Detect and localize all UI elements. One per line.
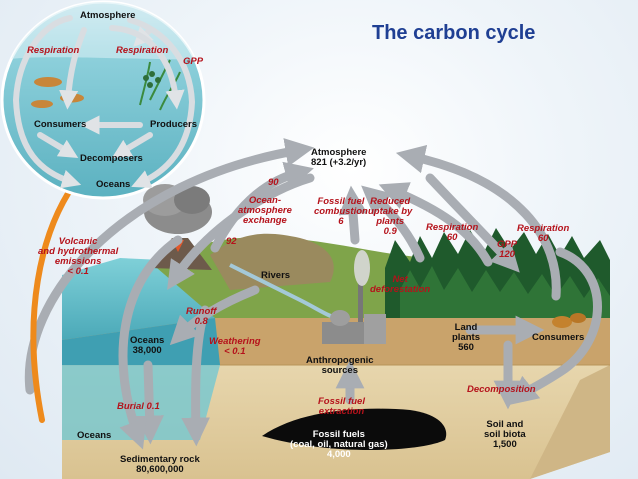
- net-deforestation-line2: deforestation: [370, 284, 431, 295]
- inset-decomposers-label: Decomposers: [80, 153, 143, 164]
- gpp-value: 120: [499, 249, 515, 260]
- respiration-plants-line1: Respiration: [426, 222, 479, 233]
- anthropogenic-sources-label: Anthropogenic sources: [306, 356, 374, 376]
- respiration-plants-value: 60: [446, 232, 458, 243]
- fossil-fuel-deposit: [262, 408, 447, 450]
- ocean-uptake-value: 90: [268, 177, 279, 188]
- consumers-label: Consumers: [532, 332, 585, 343]
- inset-atmosphere-label: Atmosphere: [80, 10, 136, 21]
- reduced-uptake-value: 0.9: [383, 226, 397, 237]
- respiration-consumers-value: 60: [537, 233, 549, 244]
- anthropogenic-line2: sources: [321, 365, 358, 376]
- soil-line1: Soil and: [486, 419, 524, 430]
- fossil-combustion-line1: Fossil fuel: [317, 196, 365, 207]
- reduced-uptake-line1: Reduced: [370, 196, 411, 207]
- volcanic-line1: Volcanic: [58, 236, 98, 247]
- ocean-atmosphere-exchange-label: Ocean- atmosphere exchange: [238, 196, 292, 226]
- land-plants-line1: Land: [454, 322, 478, 333]
- ocean-exchange-line1: Ocean-: [248, 195, 282, 206]
- fossil-combustion-value: 6: [338, 216, 344, 227]
- respiration-consumers-label: Respiration 60: [517, 224, 569, 244]
- inset-ecosystem: [0, 0, 206, 200]
- volcanic-value: < 0.1: [67, 266, 89, 277]
- oceans-reservoir-name: Oceans: [130, 335, 165, 346]
- diagram-title: The carbon cycle: [372, 22, 536, 44]
- reduced-uptake-label: Reduced uptake by plants 0.9: [368, 197, 412, 237]
- reduced-uptake-line3: plants: [376, 216, 405, 227]
- decomposition-label: Decomposition: [467, 384, 536, 395]
- weathering-label: Weathering < 0.1: [209, 337, 261, 357]
- net-deforestation-label: Net deforestation: [370, 275, 430, 295]
- soil-line2: soil biota: [484, 429, 526, 440]
- fossil-fuels-label: Fossil fuels (coal, oil, natural gas) 4,…: [290, 430, 388, 460]
- gpp-label: GPP 120: [497, 240, 517, 260]
- ocean-release-value: 92: [226, 236, 237, 247]
- oceans-reservoir-label: Oceans 38,000: [130, 336, 164, 356]
- burial-label: Burial 0.1: [117, 401, 160, 412]
- atmosphere-name: Atmosphere: [311, 147, 367, 158]
- inset-oceans-label: Oceans: [96, 179, 131, 190]
- fossil-fuels-line1: Fossil fuels: [312, 429, 365, 440]
- volcanic-line2: and hydrothermal: [38, 246, 119, 257]
- inset-gpp-label: GPP: [183, 56, 204, 67]
- runoff-label: Runoff 0.8: [186, 307, 216, 327]
- oceans-reservoir-value: 38,000: [132, 345, 162, 356]
- sedimentary-rock-label: Sedimentary rock 80,600,000: [120, 455, 200, 475]
- ocean-exchange-line3: exchange: [243, 215, 287, 226]
- runoff-value: 0.8: [194, 316, 208, 327]
- fossil-fuels-line2: (coal, oil, natural gas): [290, 439, 388, 450]
- orange-arrow: [30, 168, 86, 423]
- runoff-line1: Runoff: [186, 306, 217, 317]
- respiration-consumers-line1: Respiration: [517, 223, 570, 234]
- fossil-fuel-extraction-label: Fossil fuel extraction: [318, 397, 365, 417]
- fossil-fuel-combustion-label: Fossil fuel combustion 6: [314, 197, 368, 227]
- sedimentary-line1: Sedimentary rock: [120, 454, 200, 465]
- weathering-line1: Weathering: [209, 336, 261, 347]
- inset-respiration-mid-label: Respiration: [116, 45, 169, 56]
- reduced-uptake-line2: uptake by: [368, 206, 413, 217]
- soil-label: Soil and soil biota 1,500: [484, 420, 526, 450]
- gpp-line1: GPP: [497, 239, 518, 250]
- inset-respiration-left-label: Respiration: [27, 45, 80, 56]
- ocean-exchange-line2: atmosphere: [238, 205, 292, 216]
- atmosphere-label: Atmosphere 821 (+3.2/yr): [311, 148, 366, 168]
- atmosphere-value: 821 (+3.2/yr): [311, 157, 367, 168]
- fossil-extraction-line1: Fossil fuel: [318, 396, 365, 407]
- land-plants-line2: plants: [452, 332, 480, 343]
- sedimentary-value: 80,600,000: [136, 464, 184, 475]
- factory: [322, 250, 386, 344]
- oceans-side-label: Oceans: [77, 430, 112, 441]
- fossil-extraction-line2: extraction: [318, 406, 365, 417]
- net-deforestation-line1: Net: [392, 274, 408, 285]
- weathering-value: < 0.1: [224, 346, 246, 357]
- fossil-fuels-value: 4,000: [326, 449, 351, 460]
- anthropogenic-line1: Anthropogenic: [306, 355, 374, 366]
- volcanic-emissions-label: Volcanic and hydrothermal emissions < 0.…: [38, 237, 118, 277]
- rivers-label: Rivers: [261, 270, 291, 281]
- land-plants-label: Land plants 560: [452, 323, 480, 353]
- inset-consumers-label: Consumers: [34, 119, 87, 130]
- volcanic-line3: emissions: [54, 256, 102, 267]
- land-plants-value: 560: [458, 342, 474, 353]
- soil-value: 1,500: [492, 439, 517, 450]
- fossil-combustion-line2: combustion: [314, 206, 368, 217]
- animals: [552, 313, 586, 328]
- respiration-plants-label: Respiration 60: [426, 223, 478, 243]
- inset-producers-label: Producers: [150, 119, 197, 130]
